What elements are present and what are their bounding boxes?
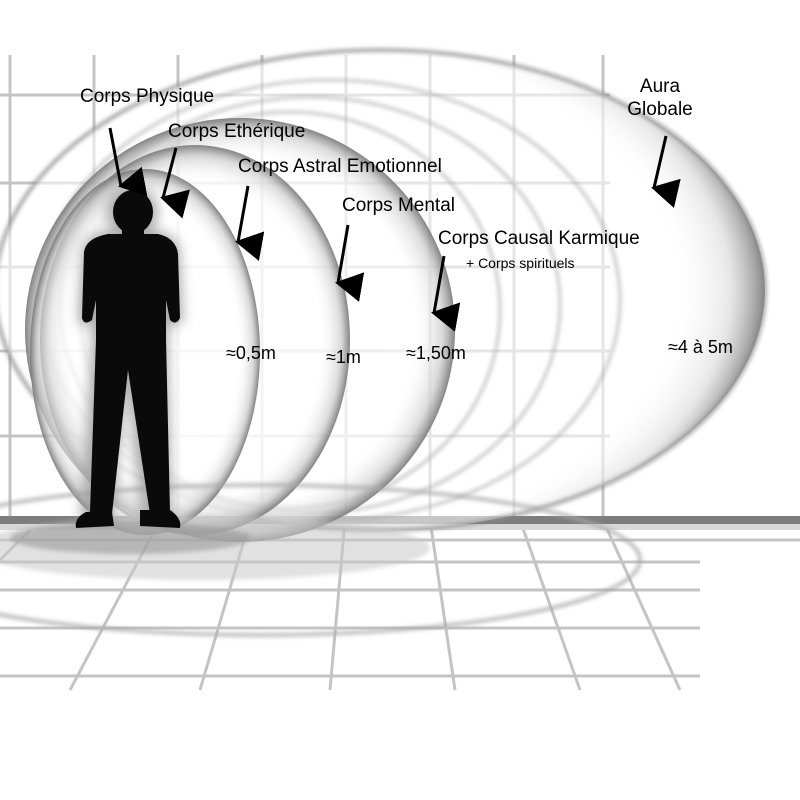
label-corps-spirituels: + Corps spirituels bbox=[466, 255, 575, 271]
label-aura-line2: Globale bbox=[627, 98, 693, 120]
arrow-causal-icon bbox=[431, 255, 461, 332]
human-silhouette-icon bbox=[75, 190, 181, 528]
arrow-astral-icon bbox=[235, 185, 265, 261]
label-corps-astral: Corps Astral Emotionnel bbox=[238, 156, 442, 177]
label-corps-physique: Corps Physique bbox=[80, 86, 215, 107]
arrows bbox=[108, 127, 681, 332]
measure-0-5m: ≈0,5m bbox=[226, 343, 276, 363]
arrow-physique-icon bbox=[108, 127, 148, 197]
measure-1-50m: ≈1,50m bbox=[406, 343, 466, 363]
measure-1m: ≈1m bbox=[326, 347, 361, 367]
floor-shadows bbox=[0, 483, 642, 637]
arrow-etherique-icon bbox=[160, 147, 191, 219]
label-aura-globale: Aura Globale bbox=[610, 76, 710, 122]
arrow-mental-icon bbox=[335, 224, 365, 302]
measure-4-5m: ≈4 à 5m bbox=[668, 337, 733, 357]
label-corps-mental: Corps Mental bbox=[342, 195, 455, 216]
label-aura-line1: Aura bbox=[639, 76, 681, 97]
arrow-aura-icon bbox=[651, 135, 681, 209]
label-corps-etherique: Corps Ethérique bbox=[168, 121, 306, 142]
label-corps-causal: Corps Causal Karmique bbox=[438, 228, 640, 249]
